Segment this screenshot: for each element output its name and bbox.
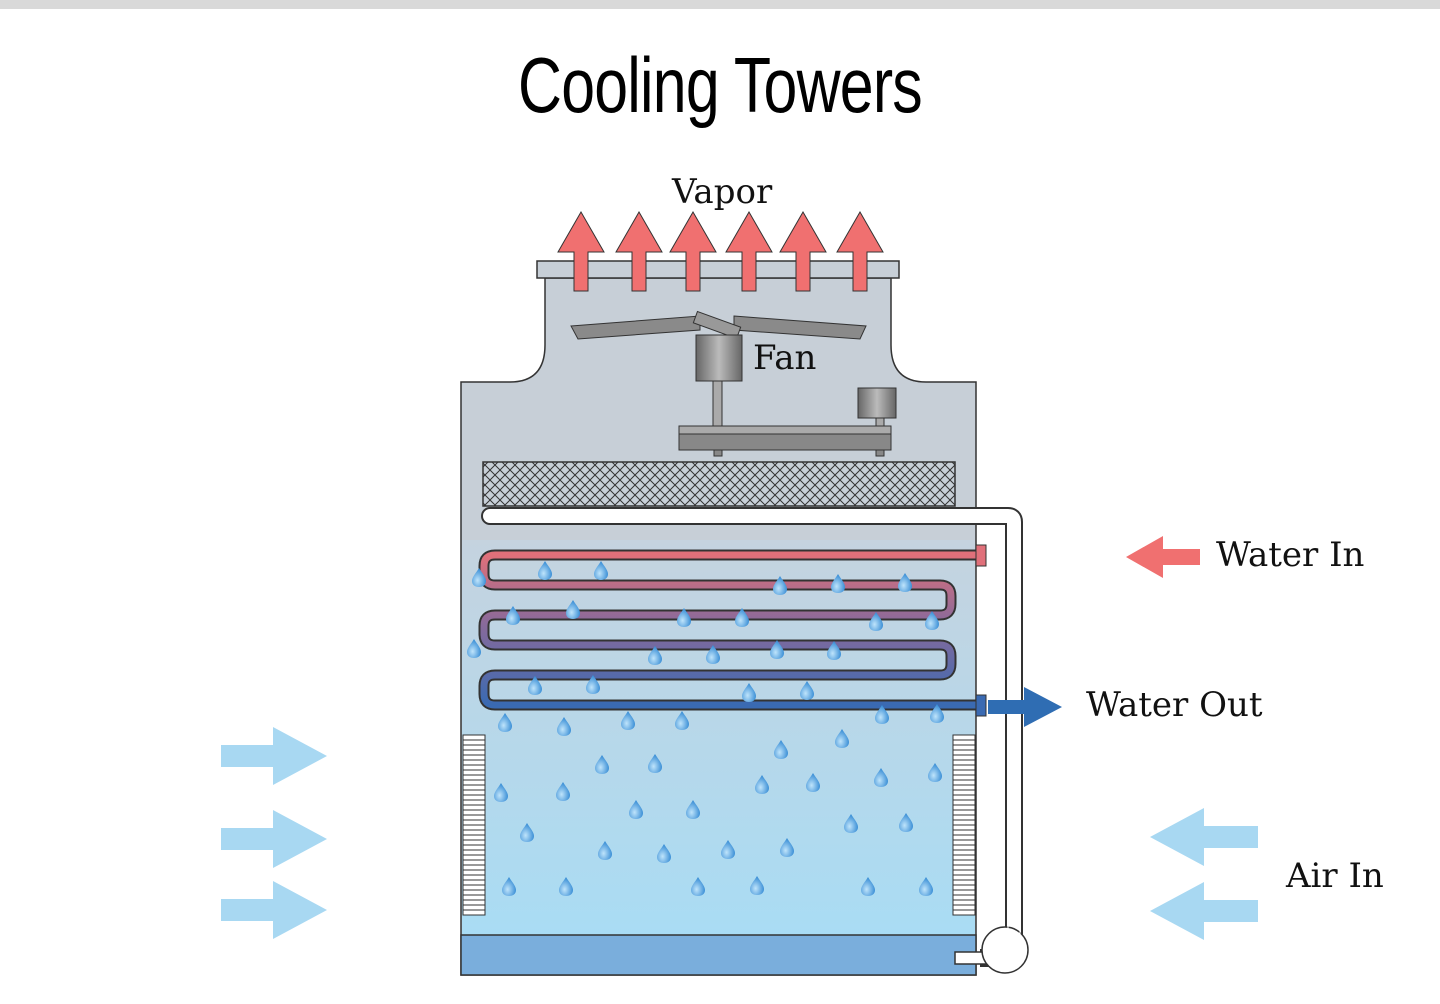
- water-basin: [460, 934, 977, 976]
- air-in-arrows-left: [221, 727, 327, 939]
- water-in-arrow: [1126, 536, 1200, 578]
- fan: [570, 310, 897, 457]
- vapor-arrows: [557, 210, 884, 292]
- fan-label: Fan: [753, 338, 817, 378]
- water-out-label: Water Out: [1086, 685, 1263, 725]
- drift-eliminator: [482, 461, 956, 507]
- pump: [981, 926, 1029, 974]
- top-border-bar: [0, 0, 1440, 9]
- water-in-label: Water In: [1216, 535, 1365, 575]
- air-in-arrows-right: [1150, 808, 1258, 940]
- diagram-title: Cooling Towers: [518, 41, 923, 129]
- fan-deck: [536, 260, 900, 279]
- wet-section: [462, 540, 975, 935]
- vapor-label: Vapor: [672, 172, 773, 212]
- water-out-arrow: [988, 687, 1062, 727]
- air-inlet-louvers: [462, 734, 976, 916]
- air-in-label: Air In: [1286, 856, 1384, 896]
